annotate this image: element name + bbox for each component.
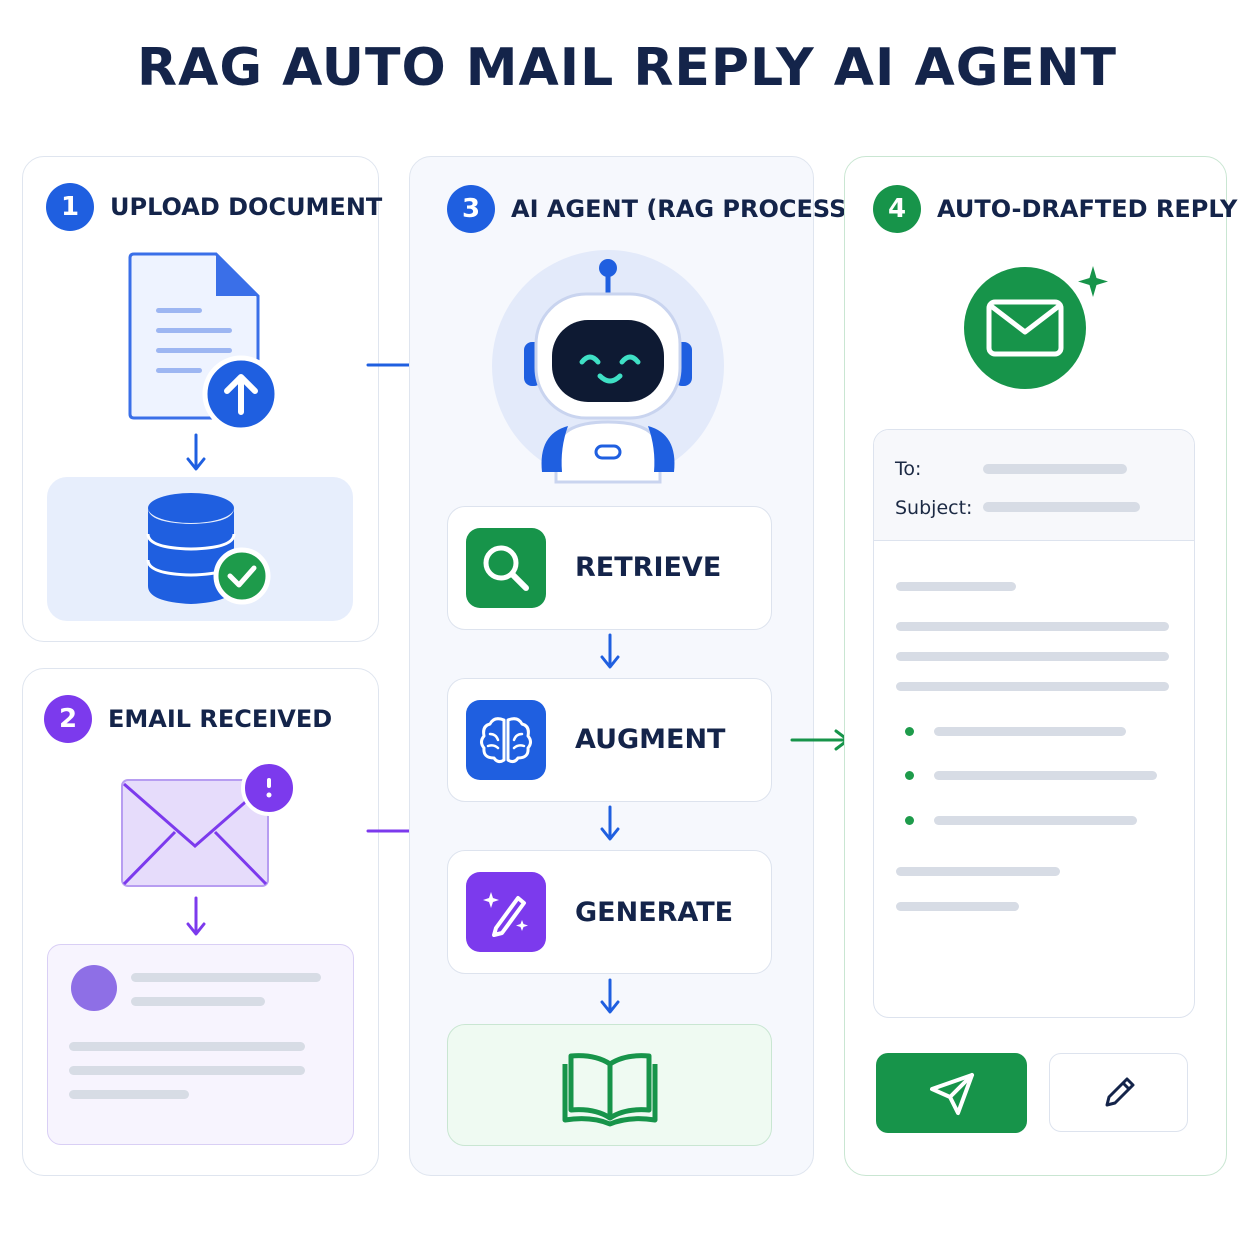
search-tile	[466, 528, 546, 608]
brain-icon	[480, 717, 532, 764]
send-icon	[929, 1073, 974, 1115]
retrieve-stage-card	[447, 506, 772, 630]
step-1-badge: 1	[46, 183, 94, 231]
edit-button[interactable]	[1049, 1053, 1188, 1132]
arrow-down-icon	[186, 896, 206, 936]
arrow-down-icon	[186, 433, 206, 471]
text-placeholder	[69, 1090, 189, 1099]
text-placeholder	[896, 652, 1169, 661]
text-placeholder	[934, 816, 1137, 825]
open-book-icon	[562, 1053, 658, 1127]
step-2-badge: 2	[44, 695, 92, 743]
magic-pen-icon	[483, 892, 528, 937]
text-placeholder	[69, 1066, 305, 1075]
text-placeholder	[896, 867, 1060, 876]
text-placeholder	[896, 622, 1169, 631]
avatar	[71, 965, 117, 1011]
robot-icon	[524, 259, 692, 484]
arrow-right-icon	[790, 729, 850, 751]
augment-label: AUGMENT	[575, 724, 726, 755]
brain-tile	[466, 700, 546, 780]
step-3-label: AI AGENT (RAG PROCESS)	[511, 195, 858, 223]
text-placeholder	[896, 902, 1019, 911]
step-4-label: AUTO-DRAFTED REPLY	[937, 195, 1238, 223]
document-upload-icon	[128, 252, 280, 433]
magic-pen-tile	[466, 872, 546, 952]
text-placeholder	[896, 582, 1016, 591]
text-placeholder	[131, 997, 265, 1006]
search-icon	[483, 545, 529, 591]
step-4-badge: 4	[873, 185, 921, 233]
text-placeholder	[131, 973, 321, 982]
to-field[interactable]	[983, 464, 1127, 474]
to-label: To:	[895, 458, 922, 480]
text-placeholder	[896, 682, 1169, 691]
step-2-label: EMAIL RECEIVED	[108, 705, 333, 733]
text-placeholder	[69, 1042, 305, 1051]
database-check-icon	[146, 493, 271, 605]
send-button[interactable]	[876, 1053, 1027, 1133]
subject-field[interactable]	[983, 502, 1140, 512]
page-title: RAG AUTO MAIL REPLY AI AGENT	[137, 38, 1117, 98]
arrow-down-icon	[600, 633, 620, 669]
subject-label: Subject:	[895, 497, 973, 519]
arrow-down-icon	[600, 978, 620, 1014]
arrow-down-icon	[600, 805, 620, 841]
generate-label: GENERATE	[575, 897, 734, 928]
envelope-notification-icon	[121, 760, 297, 887]
bullet-dot	[905, 816, 914, 825]
reply-header	[874, 430, 1194, 541]
step-1-label: UPLOAD DOCUMENT	[110, 193, 383, 221]
pencil-icon	[1105, 1077, 1134, 1106]
mail-sparkle-icon	[964, 266, 1108, 389]
step-3-badge: 3	[447, 185, 495, 233]
retrieve-label: RETRIEVE	[575, 552, 722, 583]
bullet-dot	[905, 771, 914, 780]
text-placeholder	[934, 771, 1157, 780]
text-placeholder	[934, 727, 1126, 736]
bullet-dot	[905, 727, 914, 736]
